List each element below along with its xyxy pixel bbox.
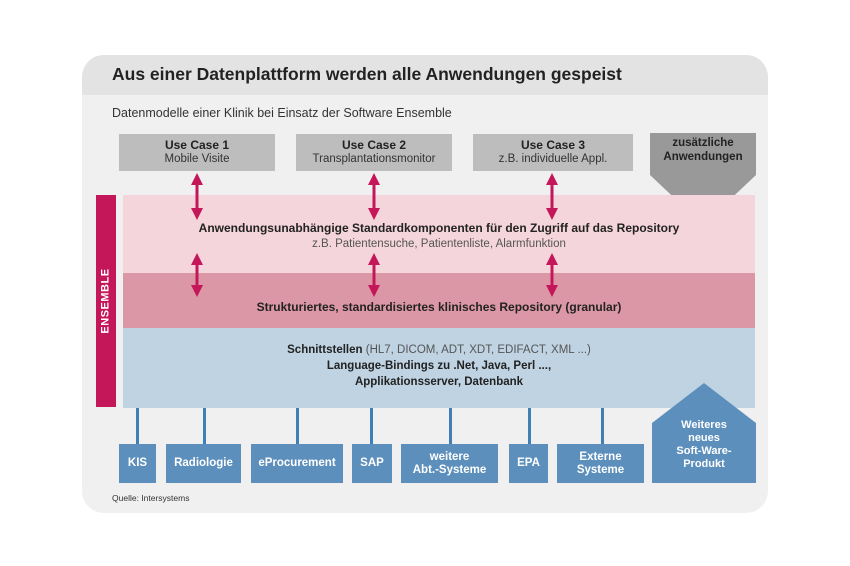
interfaces-formats: (HL7, DICOM, ADT, XDT, EDIFACT, XML ...) xyxy=(365,344,591,356)
connector-externe xyxy=(601,408,604,444)
components-examples: z.B. Patientensuche, Patientenliste, Ala… xyxy=(312,238,566,250)
system-weitere-l2: Abt.-Systeme xyxy=(412,463,487,476)
connector-epa xyxy=(528,408,531,444)
use-case-1-text: Mobile Visite xyxy=(164,153,230,165)
diagram-title: Aus einer Datenplattform werden alle Anw… xyxy=(112,64,622,84)
interfaces-label: Schnittstellen xyxy=(287,344,363,356)
interfaces-band xyxy=(123,328,755,408)
connector-kis xyxy=(136,408,139,444)
interfaces-servers: Applikationsserver, Datenbank xyxy=(354,376,524,388)
interfaces-bindings: Language-Bindings zu .Net, Java, Perl ..… xyxy=(326,360,552,372)
system-externe-l1: Externe xyxy=(579,450,622,463)
diagram-subtitle: Datenmodelle einer Klinik bei Einsatz de… xyxy=(112,106,452,120)
components-title: Anwendungsunabhängige Standardkomponente… xyxy=(198,221,680,235)
new-product-l1: Weiteres xyxy=(681,419,727,431)
system-kis: KIS xyxy=(119,444,156,483)
system-weitere-l1: weitere xyxy=(429,450,470,463)
new-product-l4: Produkt xyxy=(683,458,725,470)
use-case-2: Use Case 2 Transplantationsmonitor xyxy=(296,134,452,171)
system-eprocurement-l1: eProcurement xyxy=(258,457,336,469)
system-radiologie-l1: Radiologie xyxy=(174,457,233,469)
system-radiologie: Radiologie xyxy=(166,444,241,483)
new-product-shape xyxy=(652,383,756,483)
repository-text: Strukturiertes, standardisiertes klinisc… xyxy=(256,300,622,314)
use-case-3-title: Use Case 3 xyxy=(520,138,586,152)
extra-apps-line2: Anwendungen xyxy=(663,151,743,163)
use-case-1-title: Use Case 1 xyxy=(164,138,230,152)
title-bar xyxy=(82,55,768,95)
new-product-l3: Soft-Ware- xyxy=(676,445,732,457)
use-case-1: Use Case 1 Mobile Visite xyxy=(119,134,275,171)
connector-weitere xyxy=(449,408,452,444)
interfaces-line: Schnittstellen (HL7, DICOM, ADT, XDT, ED… xyxy=(123,344,755,356)
connector-eprocurement xyxy=(296,408,299,444)
system-sap: SAP xyxy=(352,444,392,483)
system-eprocurement: eProcurement xyxy=(251,444,343,483)
use-case-3: Use Case 3 z.B. individuelle Appl. xyxy=(473,134,633,171)
extra-apps-shape xyxy=(650,133,756,225)
ensemble-bar xyxy=(96,195,116,407)
connector-sap xyxy=(370,408,373,444)
use-case-2-text: Transplantationsmonitor xyxy=(312,153,436,165)
system-kis-l1: KIS xyxy=(127,457,148,469)
use-case-2-title: Use Case 2 xyxy=(341,138,407,152)
connector-radiologie xyxy=(203,408,206,444)
use-case-3-text: z.B. individuelle Appl. xyxy=(498,153,608,165)
source-note: Quelle: Intersystems xyxy=(112,493,190,503)
system-externe-l2: Systeme xyxy=(576,463,625,476)
system-sap-l1: SAP xyxy=(360,457,384,469)
extra-apps-line1: zusätzliche xyxy=(672,137,734,149)
system-epa: EPA xyxy=(509,444,548,483)
new-product-label: Weiteres neues Soft-Ware- Produkt xyxy=(652,419,756,471)
components-band xyxy=(123,195,755,273)
new-product-l2: neues xyxy=(688,432,720,444)
extra-apps-label: zusätzliche Anwendungen xyxy=(652,136,754,164)
system-epa-l1: EPA xyxy=(517,457,540,469)
repository-band xyxy=(123,273,755,328)
